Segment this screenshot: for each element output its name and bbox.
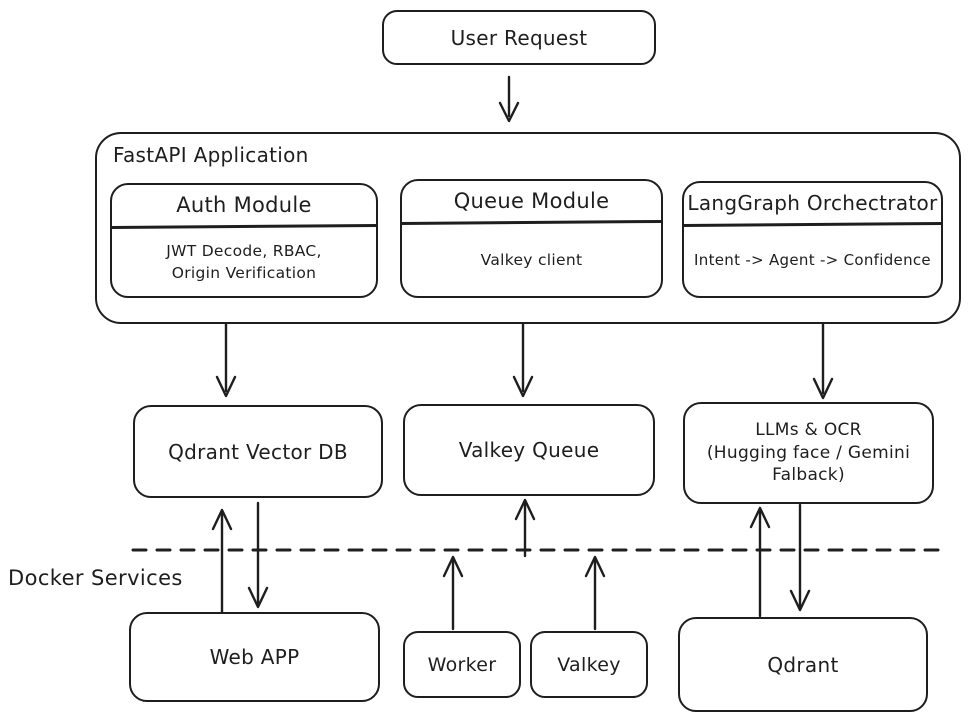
web-app-label: Web APP: [209, 645, 300, 669]
arrow-llms-ocr-to-qdrant: [789, 503, 811, 612]
node-valkey-queue: Valkey Queue: [403, 404, 655, 496]
queue-module-body-line: Valkey client: [480, 250, 583, 269]
node-web-app: Web APP: [129, 612, 380, 702]
auth-module-body-line: Origin Verification: [171, 264, 317, 282]
node-qdrant: Qdrant: [678, 617, 928, 712]
qdrant-label: Qdrant: [767, 652, 839, 677]
node-queue-module: Queue Module Valkey client: [400, 179, 663, 298]
node-user-request: User Request: [382, 10, 656, 65]
node-worker: Worker: [403, 631, 521, 698]
arrow-qdrant-to-llms-ocr: [749, 506, 771, 618]
arrow-web-app-to-qdrant-vector-db: [211, 508, 233, 620]
valkey-queue-label: Valkey Queue: [458, 438, 600, 462]
langgraph-module-body-line: Intent -> Agent -> Confidence: [694, 251, 931, 270]
llms-ocr-line: (Hugging face / Gemini: [706, 442, 911, 463]
arrow-user-request-to-fastapi: [498, 75, 520, 123]
qdrant-vector-db-label: Qdrant Vector DB: [168, 439, 348, 464]
auth-module-body: JWT Decode, RBAC, Origin Verification: [112, 228, 376, 296]
llms-ocr-line: Falback): [772, 465, 845, 486]
user-request-label: User Request: [450, 25, 588, 50]
node-langgraph-module: LangGraph Orchectrator Intent -> Agent -…: [682, 181, 943, 298]
arrow-worker-up: [442, 555, 464, 631]
arrow-qdrant-vector-db-to-web-app: [247, 501, 269, 609]
node-auth-module: Auth Module JWT Decode, RBAC, Origin Ver…: [110, 183, 378, 298]
worker-label: Worker: [427, 653, 497, 676]
arrow-up-to-valkey-queue: [514, 498, 536, 558]
node-valkey: Valkey: [530, 631, 648, 698]
fastapi-container-label: FastAPI Application: [113, 143, 309, 167]
node-llms-ocr: LLMs & OCR (Hugging face / Gemini Falbac…: [683, 402, 934, 504]
valkey-label: Valkey: [557, 653, 621, 676]
node-qdrant-vector-db: Qdrant Vector DB: [133, 405, 383, 498]
docker-services-label: Docker Services: [8, 566, 183, 590]
langgraph-module-title: LangGraph Orchectrator: [687, 191, 938, 215]
auth-module-body-line: JWT Decode, RBAC,: [166, 241, 322, 260]
llms-ocr-label: LLMs & OCR (Hugging face / Gemini Falbac…: [707, 419, 910, 488]
auth-module-title: Auth Module: [176, 193, 312, 217]
langgraph-module-body: Intent -> Agent -> Confidence: [684, 226, 941, 296]
queue-module-body: Valkey client: [402, 224, 661, 296]
queue-module-title: Queue Module: [453, 189, 610, 213]
arrow-valkey-up: [584, 555, 606, 631]
llms-ocr-line: LLMs & OCR: [755, 419, 862, 440]
